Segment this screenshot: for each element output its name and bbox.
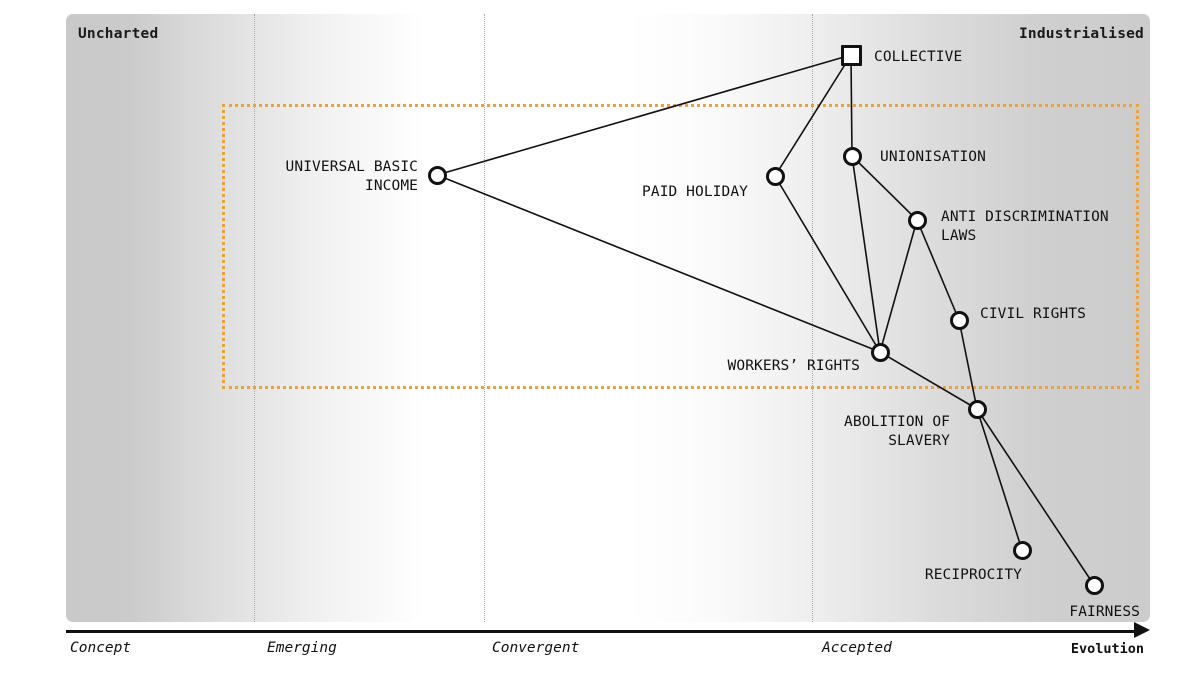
node-unionisation[interactable]: [842, 146, 862, 166]
uncharted-label: Uncharted: [78, 26, 159, 42]
industrialised-label: Industrialised: [1018, 26, 1144, 42]
node-paid_holiday[interactable]: [765, 166, 785, 186]
node-label-abolition: ABOLITION OF SLAVERY: [844, 414, 950, 449]
link-collective-to-paid_holiday: [774, 54, 852, 177]
link-civil_rights-to-abolition: [958, 319, 978, 410]
stage-label-concept: Concept: [70, 640, 132, 656]
node-label-reciprocity: RECIPROCITY: [924, 567, 1022, 583]
link-abolition-to-fairness: [976, 408, 1095, 586]
gridline-0: [254, 14, 255, 622]
link-collective-to-ubi: [436, 54, 852, 176]
link-unionisation-to-workers: [851, 155, 881, 353]
link-ubi-to-workers: [436, 174, 881, 353]
node-collective[interactable]: [840, 44, 862, 66]
node-workers[interactable]: [870, 342, 890, 362]
link-workers-to-abolition: [879, 351, 978, 410]
axis-title: Evolution: [1070, 641, 1144, 657]
node-ubi[interactable]: [427, 165, 447, 185]
link-unionisation-to-anti_disc: [851, 155, 918, 221]
node-label-collective: COLLECTIVE: [874, 49, 963, 65]
node-label-workers: WORKERS’ RIGHTS: [727, 358, 860, 374]
evolution-axis-line: [66, 630, 1140, 633]
link-paid_holiday-to-workers: [774, 175, 881, 353]
node-label-paid_holiday: PAID HOLIDAY: [642, 184, 748, 200]
node-reciprocity[interactable]: [1012, 540, 1032, 560]
node-label-unionisation: UNIONISATION: [880, 149, 986, 165]
link-anti_disc-to-civil_rights: [916, 219, 960, 321]
evolution-gradient-panel: [66, 14, 1150, 622]
node-civil_rights[interactable]: [949, 310, 969, 330]
node-label-ubi: UNIVERSAL BASIC INCOME: [285, 159, 418, 194]
link-collective-to-unionisation: [850, 54, 853, 157]
node-anti_disc[interactable]: [907, 210, 927, 230]
node-label-fairness: FAIRNESS: [1069, 604, 1140, 620]
gridline-2: [812, 14, 813, 622]
node-abolition[interactable]: [967, 399, 987, 419]
stage-label-emerging: Emerging: [267, 640, 337, 656]
highlight-region-box: [222, 104, 1139, 389]
node-fairness[interactable]: [1084, 575, 1104, 595]
link-abolition-to-reciprocity: [976, 408, 1023, 551]
gridline-1: [484, 14, 485, 622]
stage-label-convergent: Convergent: [492, 640, 580, 656]
node-label-civil_rights: CIVIL RIGHTS: [980, 306, 1086, 322]
node-label-anti_disc: ANTI DISCRIMINATION LAWS: [941, 209, 1109, 244]
stage-label-accepted: Accepted: [822, 640, 892, 656]
link-anti_disc-to-workers: [879, 219, 918, 353]
axis-arrow-icon: [1134, 622, 1150, 638]
